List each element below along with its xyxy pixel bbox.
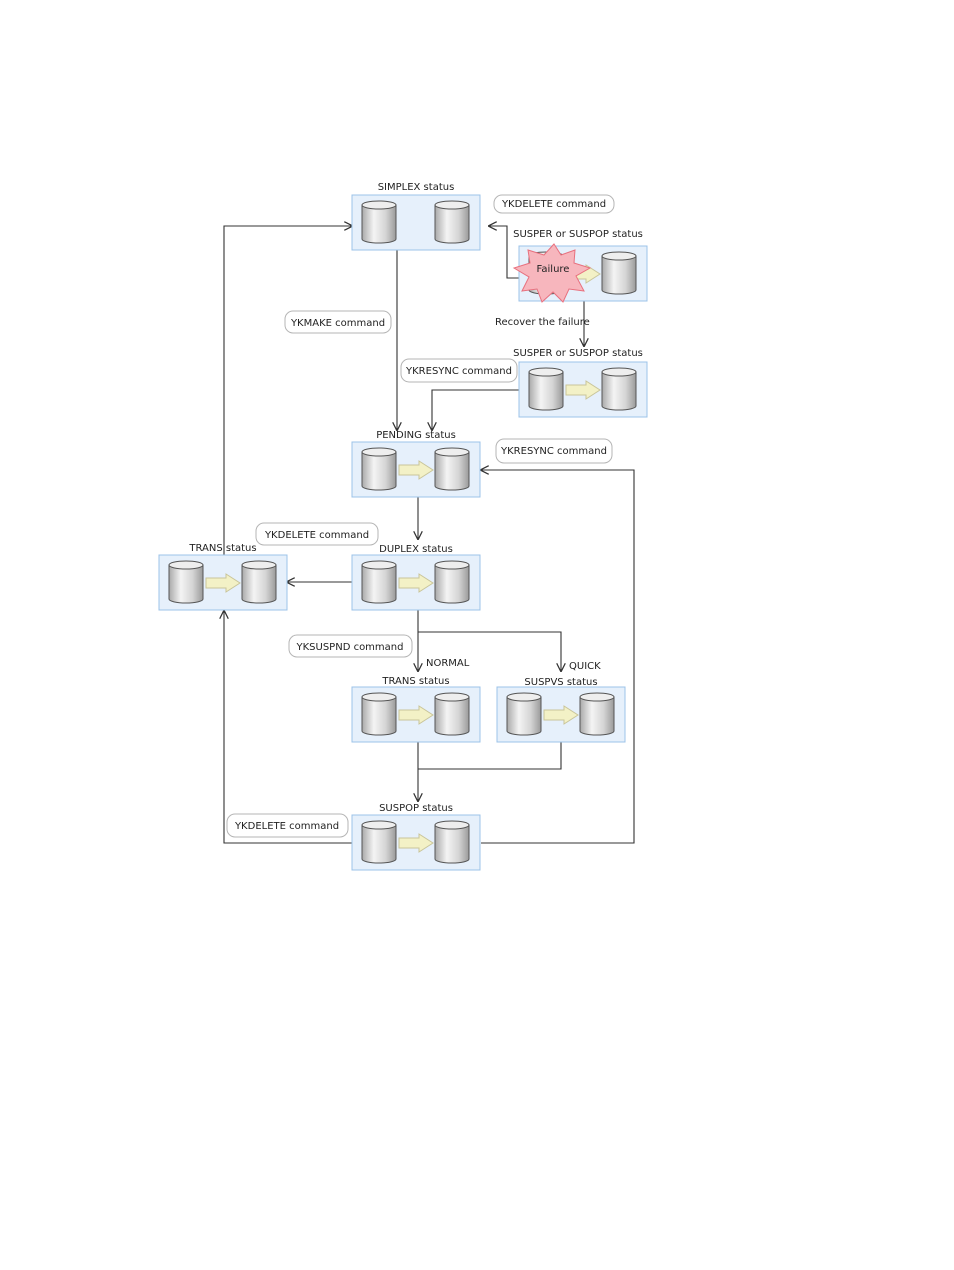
ykdelete-top-label: YKDELETE command: [501, 199, 606, 210]
copy-arrow-icon: [398, 573, 434, 593]
primary-volume-icon: [361, 692, 397, 736]
secondary-volume-icon: [434, 560, 470, 604]
suspvs-box: [496, 686, 626, 743]
connectors: [224, 226, 635, 844]
copy-arrow-icon: [398, 833, 434, 853]
ykmake-label: YKMAKE command: [290, 318, 385, 329]
ykresync-right-label: YKRESYNC command: [500, 446, 607, 457]
primary-volume-icon: [361, 447, 397, 491]
susper-recover-status-label: SUSPER or SUSPOP status: [513, 348, 643, 359]
simplex-status-label: SIMPLEX status: [378, 182, 455, 193]
copy-arrow-icon: [543, 705, 579, 725]
ykdelete-mid-command: YKDELETE command: [255, 522, 379, 546]
primary-volume-icon: [528, 367, 564, 411]
susper-recover-box: [518, 361, 648, 418]
ykdelete-mid-label: YKDELETE command: [264, 530, 369, 541]
secondary-volume-icon: [241, 560, 277, 604]
primary-volume-icon: [361, 560, 397, 604]
primary-volume-icon: [361, 200, 397, 244]
secondary-volume-icon: [434, 200, 470, 244]
trans-mid-box: [351, 686, 481, 743]
secondary-volume-icon: [601, 251, 637, 295]
ykresync-left-command: YKRESYNC command: [400, 358, 518, 383]
yksuspnd-command: YKSUSPND command: [288, 634, 413, 658]
copy-arrow-icon: [398, 705, 434, 725]
duplex-status-label: DUPLEX status: [379, 544, 453, 555]
normal-label: NORMAL: [426, 658, 470, 669]
ykmake-command: YKMAKE command: [284, 310, 392, 334]
simplex-box: [351, 194, 481, 251]
ykresync-left-label: YKRESYNC command: [405, 366, 512, 377]
trans-mid-status-label: TRANS status: [381, 676, 449, 687]
susper-failure-status-label: SUSPER or SUSPOP status: [513, 229, 643, 240]
suspop-status-label: SUSPOP status: [379, 803, 453, 814]
pending-box: [351, 441, 481, 498]
secondary-volume-icon: [579, 692, 615, 736]
copy-arrow-icon: [565, 380, 601, 400]
ykdelete-bottom-command: YKDELETE command: [226, 813, 349, 838]
ykresync-right-command: YKRESYNC command: [495, 438, 613, 464]
recover-label: Recover the failure: [495, 317, 590, 328]
suspop-box: [351, 814, 481, 871]
yksuspnd-label: YKSUSPND command: [296, 642, 404, 653]
suspvs-status-label: SUSPVS status: [524, 677, 597, 688]
failure-label: Failure: [537, 264, 570, 275]
primary-volume-icon: [361, 820, 397, 864]
failure-star-icon: [512, 243, 592, 303]
trans-left-box: [158, 554, 288, 611]
ykdelete-top-command: YKDELETE command: [493, 194, 615, 214]
copy-arrow-icon: [205, 573, 241, 593]
trans-left-status-label: TRANS status: [188, 543, 256, 554]
duplex-box: [351, 554, 481, 611]
quick-label: QUICK: [569, 661, 601, 672]
copy-arrow-icon: [398, 460, 434, 480]
failure-burst: Failure: [512, 243, 592, 303]
secondary-volume-icon: [434, 447, 470, 491]
primary-volume-icon: [506, 692, 542, 736]
pending-status-label: PENDING status: [376, 430, 456, 441]
ykdelete-bottom-label: YKDELETE command: [234, 821, 339, 832]
secondary-volume-icon: [601, 367, 637, 411]
primary-volume-icon: [168, 560, 204, 604]
secondary-volume-icon: [434, 820, 470, 864]
secondary-volume-icon: [434, 692, 470, 736]
